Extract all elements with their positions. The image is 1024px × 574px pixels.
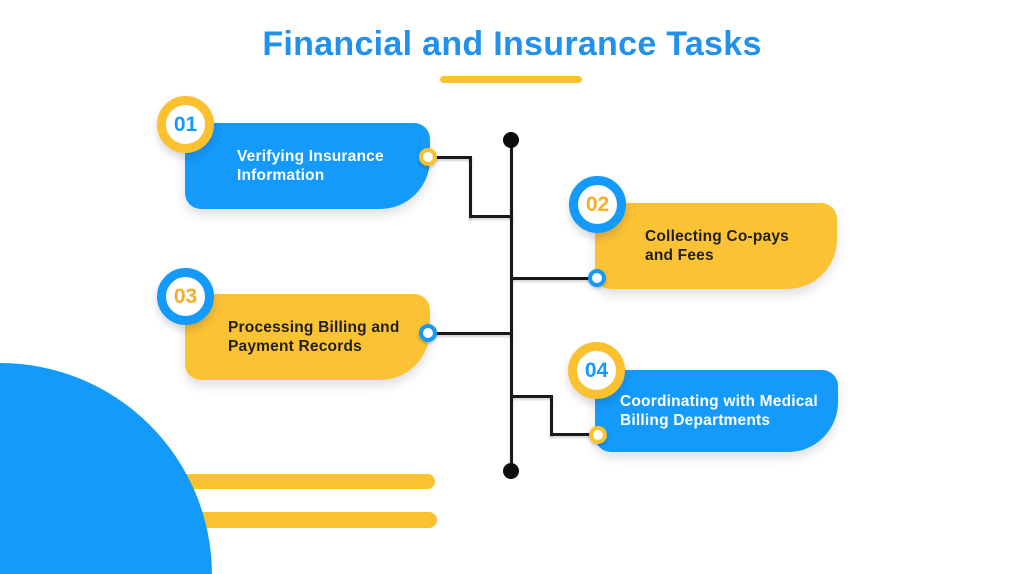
connector-segment-task2 bbox=[512, 277, 597, 280]
connector-node-icon-01 bbox=[419, 148, 437, 166]
task-label-line1: Coordinating with Medical bbox=[620, 393, 818, 410]
task-card-03: Processing Billing and Payment Records bbox=[185, 294, 430, 380]
task-label: Processing Billing and Payment Records bbox=[185, 318, 400, 356]
task-number: 03 bbox=[173, 284, 198, 308]
connector-segment-task4 bbox=[512, 395, 553, 398]
task-number-badge-02: 02 bbox=[569, 176, 626, 233]
connector-segment-task1 bbox=[469, 156, 472, 218]
title-underline-decoration bbox=[440, 76, 582, 83]
task-card-01: Verifying Insurance Information bbox=[185, 123, 430, 209]
connector-node-icon-03 bbox=[419, 324, 437, 342]
connector-segment-task4 bbox=[550, 395, 553, 436]
task-label: Collecting Co-pays and Fees bbox=[595, 227, 789, 265]
task-number: 04 bbox=[584, 358, 609, 382]
spine-top-dot-icon bbox=[503, 132, 519, 148]
task-number-badge-04: 04 bbox=[568, 342, 625, 399]
task-label: Verifying Insurance Information bbox=[185, 147, 384, 185]
task-label-line2: Billing Departments bbox=[620, 412, 771, 429]
task-label-line1: Collecting Co-pays bbox=[645, 228, 789, 245]
task-label-line1: Processing Billing and bbox=[228, 319, 400, 336]
connector-segment-task3 bbox=[428, 332, 512, 335]
connector-node-icon-02 bbox=[588, 269, 606, 287]
task-card-04: Coordinating with Medical Billing Depart… bbox=[595, 370, 838, 452]
task-number-badge-03: 03 bbox=[157, 268, 214, 325]
task-label-line2: Information bbox=[237, 167, 325, 184]
task-number: 01 bbox=[173, 112, 198, 136]
decor-circle-icon bbox=[0, 363, 212, 574]
decor-bar-icon bbox=[178, 512, 437, 528]
connector-node-icon-04 bbox=[589, 426, 607, 444]
task-label-line2: and Fees bbox=[645, 247, 714, 264]
page-title: Financial and Insurance Tasks bbox=[262, 25, 762, 63]
task-card-02: Collecting Co-pays and Fees bbox=[595, 203, 837, 289]
spine-bottom-dot-icon bbox=[503, 463, 519, 479]
connector-segment-task1 bbox=[469, 215, 513, 218]
decor-bar-icon bbox=[178, 474, 435, 489]
task-label: Coordinating with Medical Billing Depart… bbox=[595, 392, 818, 430]
connector-segment-task1 bbox=[428, 156, 472, 159]
task-label-line1: Verifying Insurance bbox=[237, 148, 384, 165]
task-number: 02 bbox=[585, 192, 610, 216]
task-number-badge-01: 01 bbox=[157, 96, 214, 153]
spine-line bbox=[510, 140, 513, 471]
connector-segment-task4 bbox=[550, 433, 598, 436]
task-label-line2: Payment Records bbox=[228, 338, 362, 355]
